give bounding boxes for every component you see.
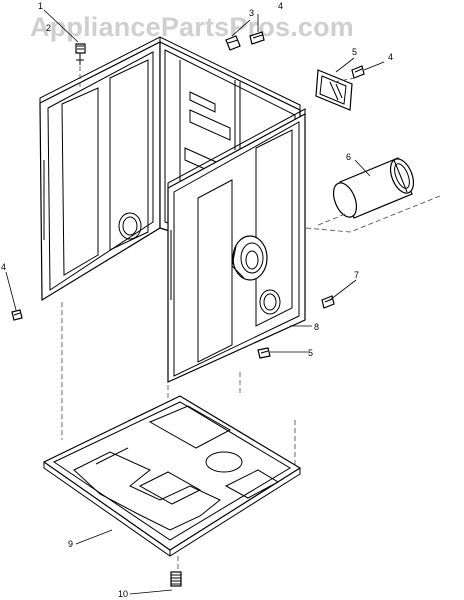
callout-10: 10 — [118, 589, 128, 599]
callout-3: 3 — [249, 8, 254, 18]
exhaust-duct-part-6 — [332, 157, 415, 219]
screw-part-5-lower — [257, 347, 271, 359]
callout-numbers: 1 2 3 4 5 4 6 7 8 5 4 9 10 — [1, 1, 393, 599]
screw-part-1 — [75, 43, 86, 65]
callout-2: 2 — [46, 23, 51, 33]
callout-4-right: 4 — [388, 52, 393, 62]
cabinet-side-panel-part-8 — [167, 108, 306, 383]
callout-5-top: 5 — [352, 47, 357, 57]
callout-4-left: 4 — [1, 262, 6, 272]
screw-part-4-top — [249, 31, 265, 45]
screw-part-4-right — [351, 65, 365, 79]
base-pan-part-9 — [42, 395, 302, 557]
callout-1: 1 — [38, 1, 43, 11]
callout-9: 9 — [68, 539, 73, 549]
screw-part-7 — [321, 295, 335, 309]
callout-leader-lines — [5, 9, 385, 595]
leveling-foot-part-10 — [170, 571, 182, 587]
callout-6: 6 — [346, 152, 351, 162]
callout-4-top: 4 — [278, 1, 283, 11]
callout-5-lower: 5 — [308, 348, 313, 358]
callout-8: 8 — [314, 322, 319, 332]
clip-part-3 — [225, 35, 241, 51]
screw-part-4-left — [11, 309, 23, 321]
callout-7: 7 — [354, 270, 359, 280]
assembly-guide-lines — [61, 66, 356, 572]
duct-guide-line-2 — [315, 213, 346, 227]
bracket-part-5 — [315, 69, 353, 111]
